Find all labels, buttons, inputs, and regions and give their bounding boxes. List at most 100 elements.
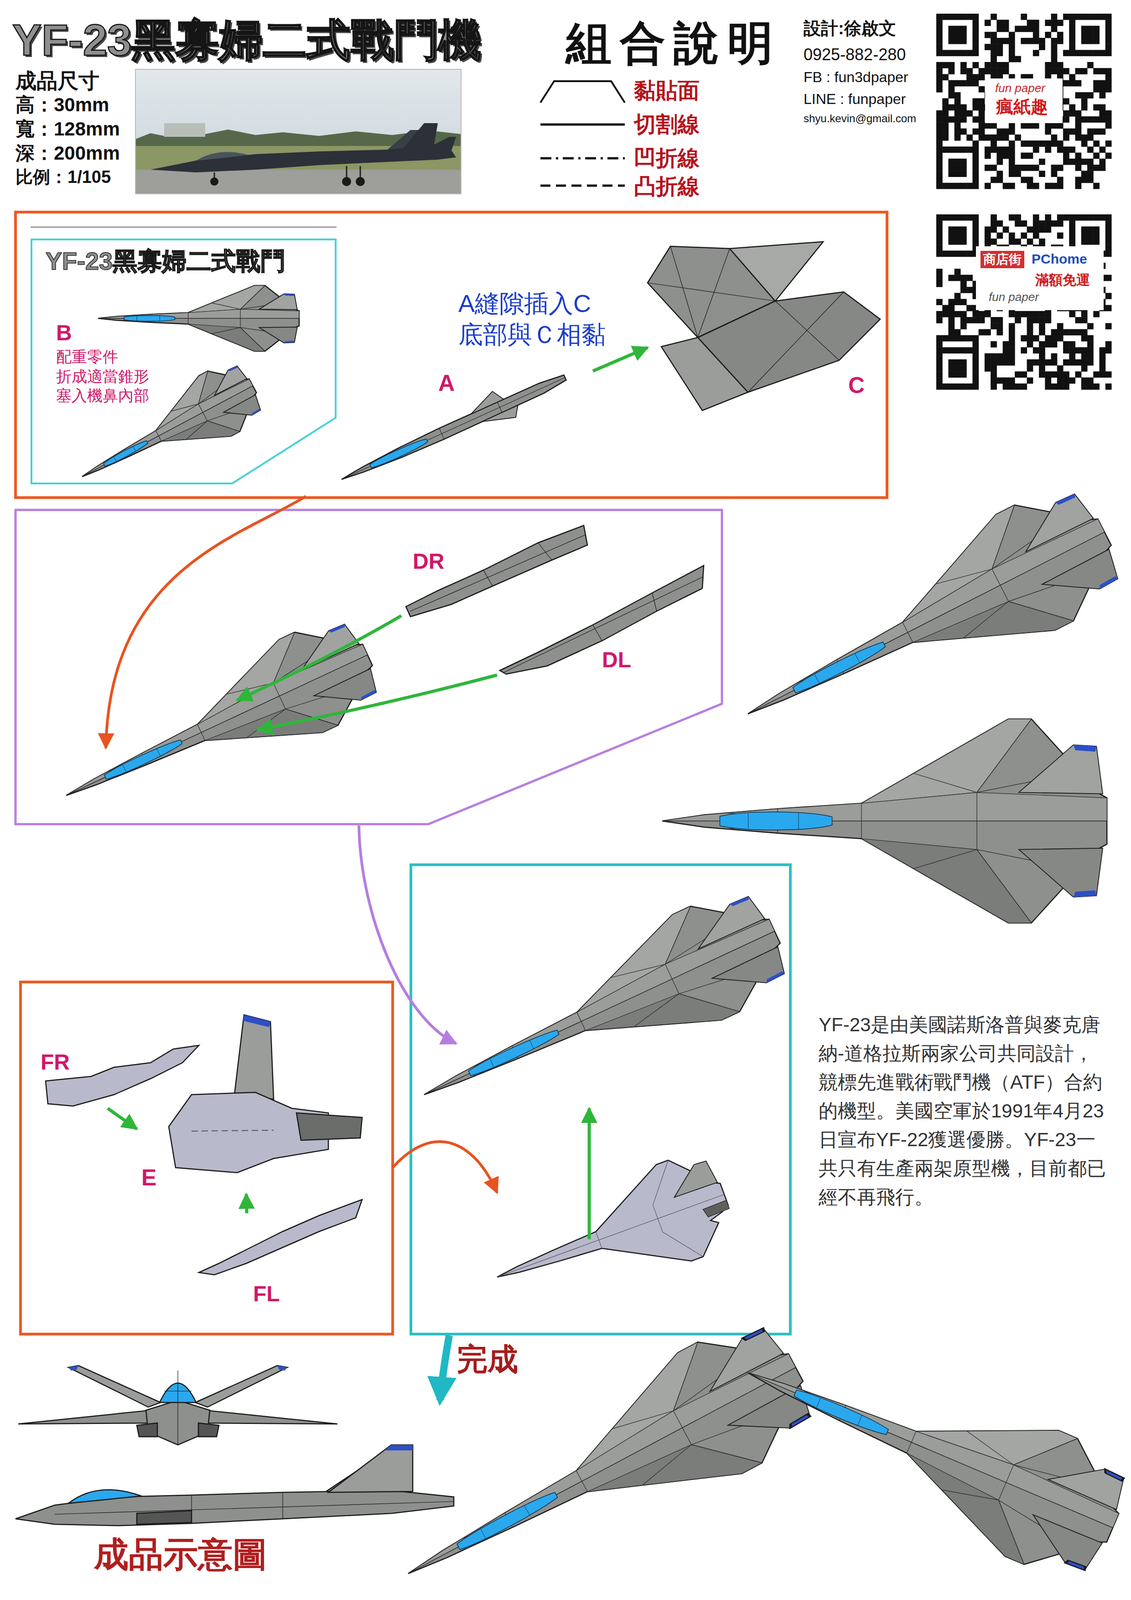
qr-code (960, 158, 967, 166)
qr-code (1020, 347, 1028, 354)
qr-code (1081, 116, 1088, 123)
qr-code (1057, 329, 1064, 336)
finished-model (328, 1444, 413, 1493)
qr-code (1075, 110, 1082, 117)
qr-code (1075, 92, 1082, 99)
qr-code (942, 335, 949, 342)
photo (196, 151, 249, 161)
qr-code (1068, 220, 1076, 227)
qr-code (984, 134, 991, 141)
qr-code (948, 316, 955, 324)
qr-code (1008, 43, 1016, 51)
qr-code (1087, 158, 1094, 166)
qr-code (954, 80, 961, 87)
qr-logo (985, 78, 1063, 124)
qr-code (954, 49, 961, 57)
qr-code (936, 37, 943, 45)
qr-code (1032, 232, 1040, 239)
qr-code (1027, 37, 1034, 45)
qr-code (948, 67, 955, 75)
finished-model (68, 1365, 288, 1371)
qr-code (1027, 176, 1034, 184)
qr-code (1087, 176, 1094, 184)
qr-code (948, 31, 955, 39)
paper-part (243, 1014, 271, 1028)
qr-code (1032, 25, 1040, 32)
qr-code (966, 383, 973, 390)
qr-code (1008, 347, 1016, 354)
qr-code (1051, 182, 1058, 190)
qr-code (1014, 25, 1022, 32)
finished-model (68, 1489, 142, 1504)
qr-code (1081, 329, 1088, 336)
qr-code (948, 359, 955, 366)
qr-code (984, 365, 991, 372)
qr-code (936, 244, 943, 251)
qr-code (1081, 232, 1088, 239)
qr-code (1093, 371, 1100, 378)
part-letter: DR (412, 548, 445, 575)
qr-code (996, 359, 1003, 366)
qr-code (972, 37, 979, 45)
qr-code (1099, 353, 1106, 360)
qr-code (1057, 67, 1064, 75)
text-holder: A縫隙插入C 底部與Ｃ相黏 (458, 288, 628, 350)
qr-code (1087, 322, 1094, 330)
qr-code (966, 182, 973, 190)
step-label: 完成 (456, 1340, 519, 1378)
qr-code (1068, 49, 1076, 57)
qr-code (1105, 13, 1112, 21)
qr-code (1020, 37, 1028, 45)
qr-code (1027, 341, 1034, 348)
qr-code (936, 122, 943, 129)
qr-code (1020, 13, 1028, 21)
qr-code (1027, 140, 1034, 147)
qr-code (1105, 305, 1112, 312)
finished-model (164, 1370, 192, 1445)
qr-code (1044, 311, 1052, 318)
qr-code (1075, 164, 1082, 172)
qr-code (960, 170, 967, 177)
text-holder: 深：200mm (15, 141, 120, 165)
qr-code (1087, 31, 1094, 39)
qr-code (1093, 37, 1100, 45)
qr-code (1068, 158, 1076, 166)
qr-code (1099, 128, 1106, 135)
qr-code (1105, 116, 1112, 123)
text-holder: 黏貼面 (633, 77, 700, 104)
qr-code (1044, 31, 1052, 39)
qr-code (1068, 37, 1076, 45)
qr-code (1051, 43, 1058, 51)
qr-code (984, 232, 991, 239)
qr-code (966, 146, 973, 153)
qr-code (1063, 329, 1070, 336)
qr-code (966, 13, 973, 21)
subtitle: 組合說明 (565, 15, 782, 71)
qr-code (1075, 116, 1082, 123)
qr-code (1081, 49, 1088, 57)
qr-code (990, 238, 997, 245)
qr-code (936, 359, 943, 366)
qr-code (1008, 122, 1016, 129)
qr-code (1051, 341, 1058, 348)
qr-code (1075, 134, 1082, 141)
qr-code (990, 220, 997, 227)
qr-code (996, 220, 1003, 227)
qr-code (1105, 86, 1112, 93)
text-holder: 組合說明 (565, 15, 782, 71)
qr-code (972, 116, 979, 123)
qr-code (960, 316, 967, 324)
qr-code (960, 146, 967, 153)
qr-code (1081, 176, 1088, 184)
qr-code (1051, 329, 1058, 336)
qr-code (960, 164, 967, 172)
qr-code (972, 383, 979, 390)
qr-code (1093, 49, 1100, 57)
qr-code (966, 347, 973, 354)
qr-code (942, 134, 949, 141)
qr-code (1105, 19, 1112, 26)
qr-code (1105, 238, 1112, 245)
text-holder: 瘋紙趣 (996, 96, 1048, 118)
qr-code (1087, 341, 1094, 348)
